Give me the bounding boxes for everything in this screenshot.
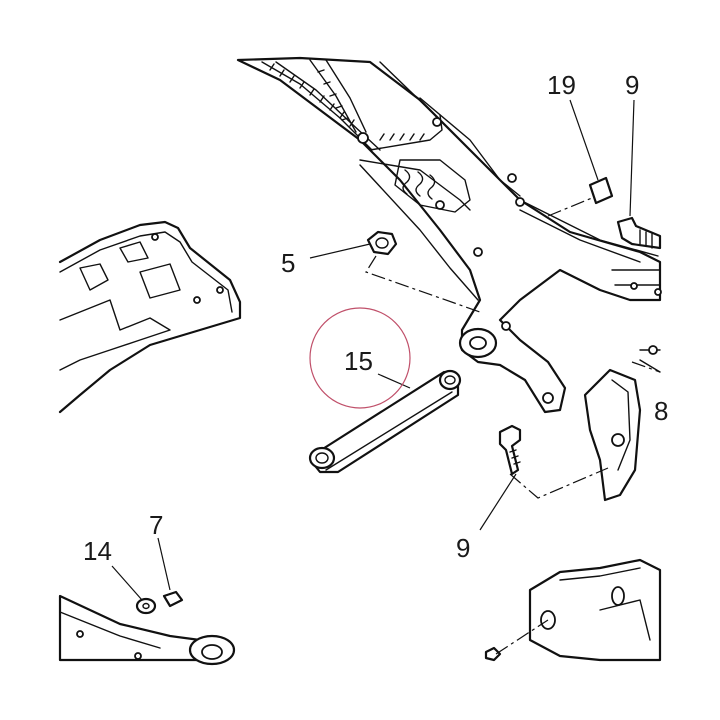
callout-9-lower: 9 — [456, 533, 470, 563]
bolt-part-9-lower — [498, 424, 522, 476]
callout-14: 14 — [83, 536, 112, 566]
assembly-lines — [365, 197, 661, 655]
lower-left-arm — [58, 594, 236, 666]
lower-right-carrier — [484, 558, 662, 662]
washer-part-14 — [135, 597, 157, 615]
rib-teeth — [269, 63, 425, 141]
callout-5: 5 — [281, 248, 295, 278]
clip-part-19 — [588, 176, 614, 205]
link-arm-part-15 — [308, 369, 462, 474]
flange-nut-part-5 — [366, 230, 398, 256]
callout-8-partial: 8 — [654, 396, 668, 426]
leader-lines — [111, 99, 635, 601]
callout-7: 7 — [149, 510, 163, 540]
bolt-part-9-upper — [616, 216, 662, 250]
highlight-circle — [309, 307, 411, 409]
callout-19: 19 — [547, 70, 576, 100]
callout-9-upper: 9 — [625, 70, 639, 100]
subframe-assembly — [236, 56, 662, 502]
left-plate — [58, 220, 242, 414]
callout-15: 15 — [344, 346, 373, 376]
screw-part-7 — [162, 590, 184, 608]
